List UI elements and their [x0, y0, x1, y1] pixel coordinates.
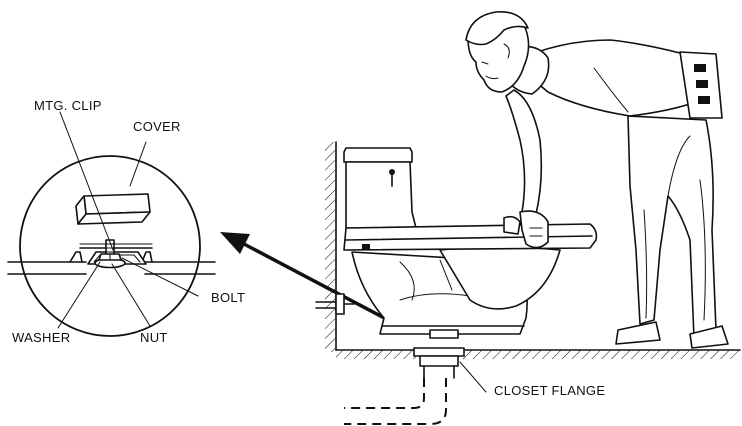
washer-label: WASHER	[12, 330, 70, 345]
bolt-label: BOLT	[211, 290, 245, 305]
floor	[335, 349, 741, 359]
closet-flange	[413, 347, 487, 393]
nut-label: NUT	[140, 330, 168, 345]
detail-arrow	[220, 232, 393, 324]
installer-figure	[465, 11, 729, 349]
cover-label: COVER	[133, 119, 181, 134]
detail-inset	[7, 111, 216, 337]
toilet	[343, 147, 598, 339]
mtg-clip-label: MTG. CLIP	[34, 98, 102, 113]
cover-shape	[75, 193, 151, 225]
wall	[325, 141, 337, 352]
drain-pipe	[344, 378, 447, 425]
bolt-assembly	[94, 239, 126, 269]
closet-flange-label: CLOSET FLANGE	[494, 383, 605, 398]
supply-valve	[315, 293, 355, 315]
